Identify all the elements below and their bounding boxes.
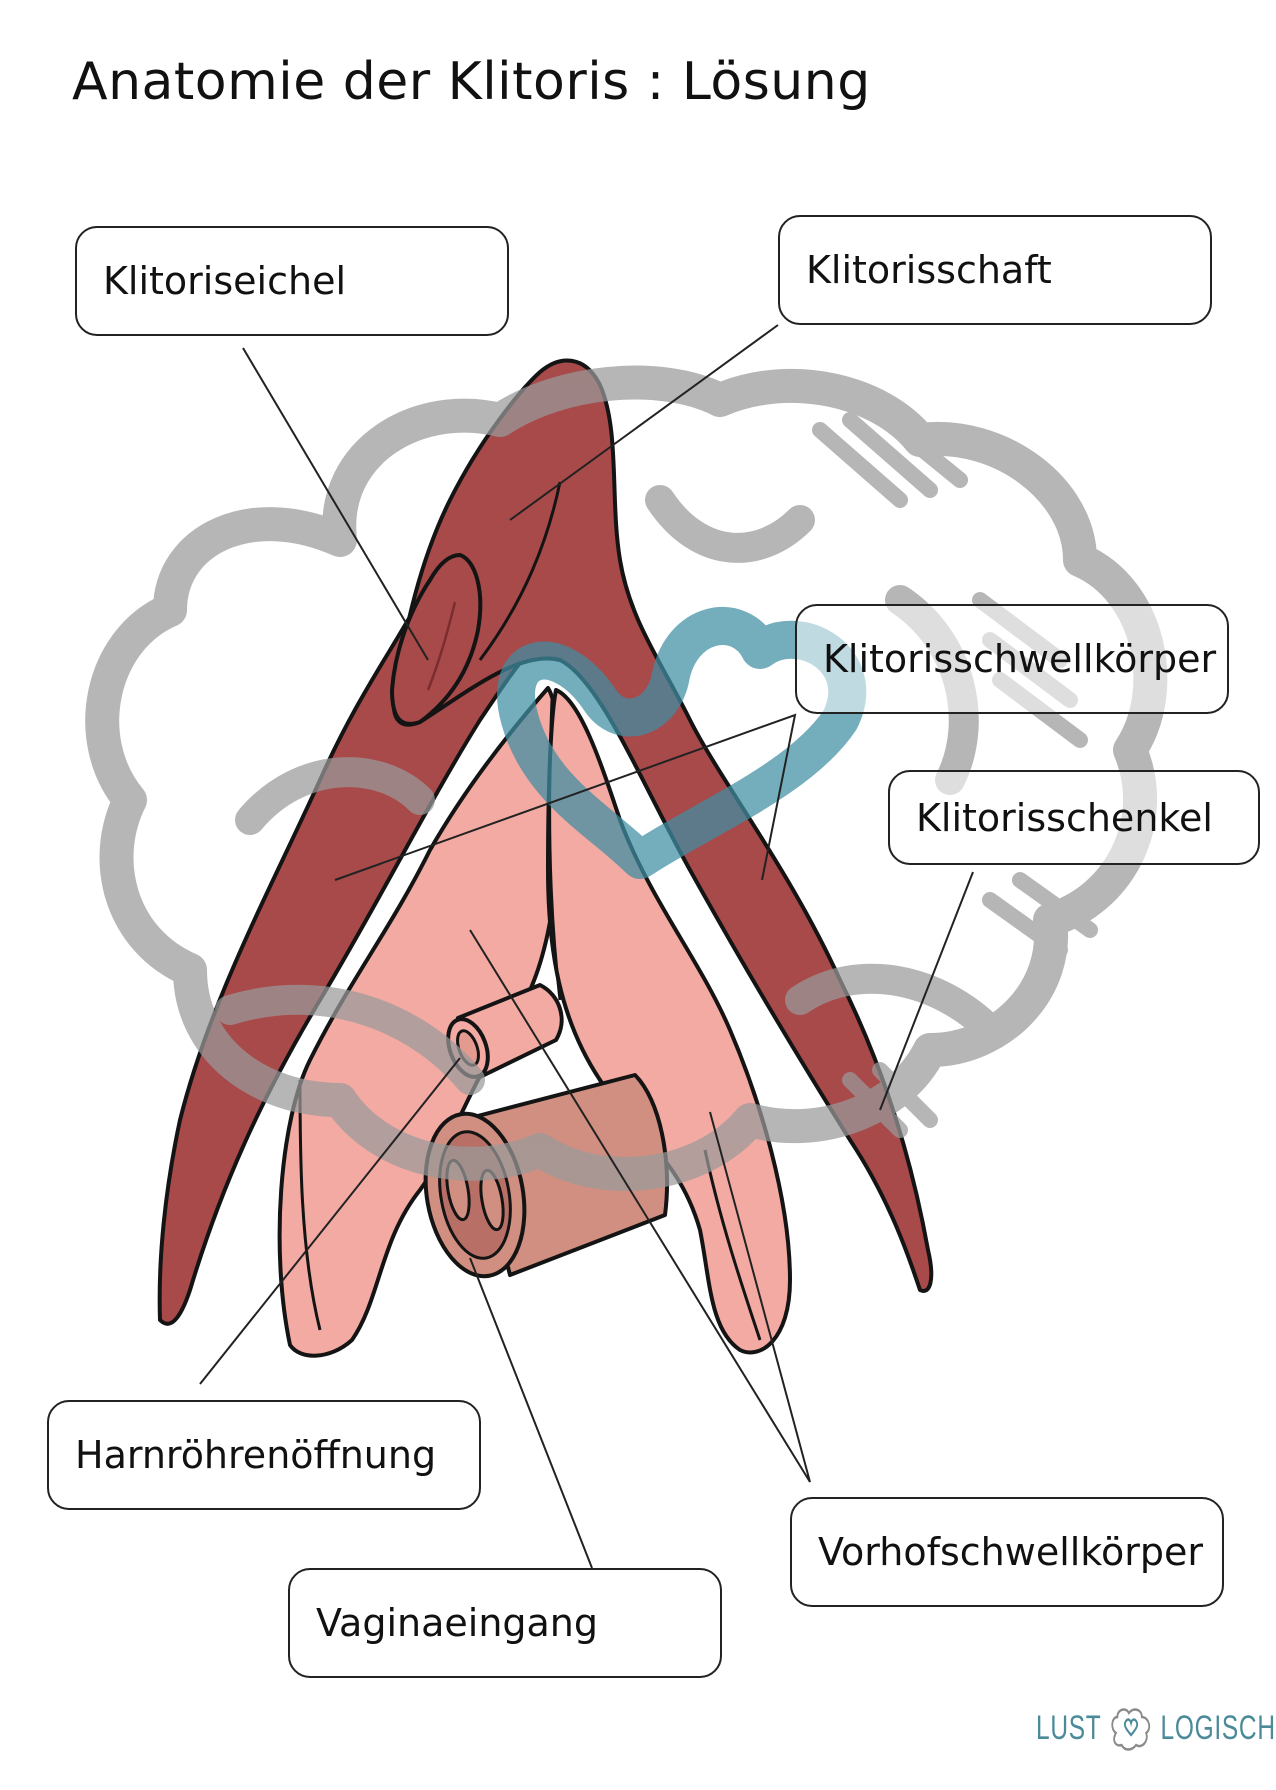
label-klitoriseichel: Klitoriseichel xyxy=(75,226,509,336)
leader-line-klitorisschaft xyxy=(509,324,779,521)
label-klitorisschaft: Klitorisschaft xyxy=(778,215,1212,325)
page-title: Anatomie der Klitoris : Lösung xyxy=(72,52,871,112)
watermark-heart xyxy=(497,607,867,879)
leader-line-vorhofschwellkoerper xyxy=(469,929,811,1483)
clitoris-glans xyxy=(390,553,483,726)
label-vorhofschwellkoerper: Vorhofschwellkörper xyxy=(790,1497,1224,1607)
leader-line-klitoriseichel xyxy=(242,347,429,661)
leader-line-harnroehrenoeffnung xyxy=(199,1057,461,1385)
clitoris-crus-left xyxy=(157,578,542,1326)
brand-logo: LUST LOGISCH xyxy=(1036,1700,1276,1756)
label-klitorisschenkel: Klitorisschenkel xyxy=(888,770,1260,865)
label-klitorisschwellkoerper: Klitorisschwellkörper xyxy=(795,604,1229,714)
leader-line-vaginaeingang xyxy=(469,1257,593,1569)
watermark-brain-outline xyxy=(85,365,1168,1191)
label-harnroehrenoeffnung: Harnröhrenöffnung xyxy=(47,1400,481,1510)
leader-line-klitorisschenkel xyxy=(879,871,974,1111)
logo-text-left: LUST xyxy=(1036,1708,1102,1747)
label-vaginaeingang: Vaginaeingang xyxy=(288,1568,722,1678)
logo-text-right: LOGISCH xyxy=(1160,1708,1276,1747)
leader-line-klitorisschwellkoerper xyxy=(334,713,797,881)
leader-lines xyxy=(199,324,974,1569)
brain-heart-icon xyxy=(1111,1708,1151,1751)
